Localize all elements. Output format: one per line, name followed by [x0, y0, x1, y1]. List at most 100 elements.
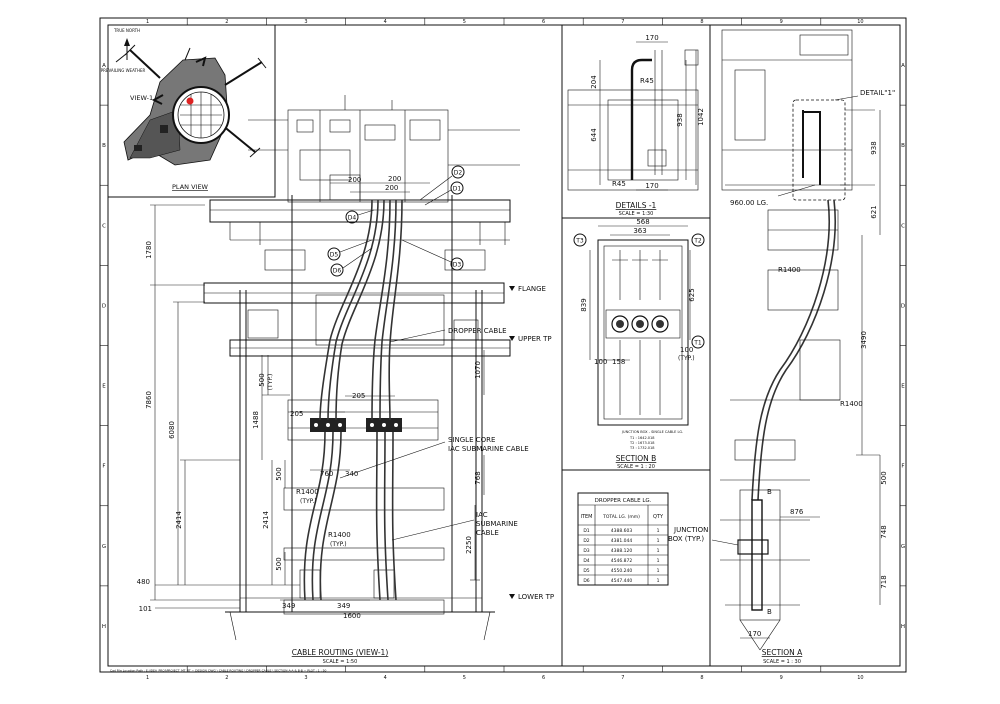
column-label: 1 [146, 19, 149, 25]
platform-plan-graphic [123, 44, 267, 166]
junction-box-label-2: BOX (TYP.) [668, 535, 704, 543]
svg-text:R1400: R1400 [840, 400, 863, 408]
svg-text:(TYP.): (TYP.) [330, 541, 347, 548]
svg-text:R1400: R1400 [296, 488, 319, 496]
svg-text:UPPER TP: UPPER TP [518, 335, 552, 343]
cable-tag-d4: D4 [345, 210, 359, 224]
svg-text:FLANGE: FLANGE [518, 285, 546, 293]
svg-text:170: 170 [645, 34, 658, 42]
detail-1-label: DETAIL"1" [860, 89, 895, 97]
svg-text:D5: D5 [330, 252, 339, 259]
row-label: C [901, 223, 905, 229]
svg-text:718: 718 [880, 575, 888, 588]
svg-text:768: 768 [474, 471, 482, 484]
svg-text:204: 204 [590, 75, 598, 89]
cell-item: D1 [583, 528, 589, 534]
svg-text:876: 876 [790, 508, 804, 516]
svg-text:B: B [767, 488, 772, 496]
svg-text:101: 101 [139, 605, 152, 613]
column-label: 2 [225, 675, 228, 681]
row-label: G [901, 544, 905, 550]
svg-text:200: 200 [348, 176, 361, 184]
svg-text:839: 839 [580, 298, 588, 311]
header-total: TOTAL LG. (mm) [602, 514, 640, 520]
svg-text:2250: 2250 [465, 536, 473, 554]
cable-routing-title: CABLE ROUTING (VIEW-1) [292, 648, 389, 657]
row-label: B [901, 143, 905, 149]
dropper-table-title: DROPPER CABLE LG. [595, 498, 652, 504]
row-label: F [901, 464, 904, 470]
svg-text:938: 938 [676, 113, 684, 126]
svg-text:349: 349 [282, 602, 295, 610]
cell-qty: 1 [657, 558, 660, 564]
svg-text:500: 500 [275, 557, 283, 570]
svg-text:R45: R45 [612, 180, 626, 188]
cell-item: D6 [583, 578, 589, 584]
section-a-view: B B 938 621 3490 R1400 R1400 500 876 748… [668, 29, 895, 665]
svg-text:500: 500 [275, 467, 283, 480]
svg-text:T1: T1 [693, 340, 702, 347]
svg-text:1780: 1780 [145, 241, 153, 259]
svg-text:480: 480 [137, 578, 150, 586]
level-marker-lower-tp: LOWER TP [509, 593, 554, 601]
cell-qty: 1 [657, 568, 660, 574]
svg-text:340: 340 [345, 470, 358, 478]
svg-text:100: 100 [680, 346, 693, 354]
header-item: ITEM [580, 514, 592, 520]
column-label: 1 [146, 675, 149, 681]
svg-text:LOWER TP: LOWER TP [518, 593, 554, 601]
cable-routing-scale: SCALE = 1:50 [323, 659, 358, 665]
header-qty: QTY [653, 514, 664, 520]
svg-text:D4: D4 [348, 215, 357, 222]
cell-qty: 1 [657, 548, 660, 554]
svg-text:T2 : 1673.018: T2 : 1673.018 [629, 441, 654, 445]
column-label: 4 [384, 19, 387, 25]
svg-text:158: 158 [612, 358, 625, 366]
section-b-scale: SCALE = 1 : 20 [617, 464, 655, 470]
svg-text:1488: 1488 [252, 411, 260, 429]
svg-text:170: 170 [645, 182, 658, 190]
tag-t1: T1 [691, 335, 705, 349]
section-mark-b-top: B [767, 488, 772, 496]
label-iac: IAC [476, 511, 488, 519]
cell-qty: 1 [657, 538, 660, 544]
svg-text:D3: D3 [453, 262, 462, 269]
svg-text:R1400: R1400 [778, 266, 801, 274]
label-submarine: SUBMARINE [476, 520, 518, 528]
section-b-view: T3 T2 T1 568 363 839 625 100 158 100 (TY… [573, 218, 705, 470]
svg-text:760: 760 [320, 470, 333, 478]
svg-text:1042: 1042 [697, 108, 705, 126]
label-dropper-cable: DROPPER CABLE [448, 327, 507, 335]
svg-text:(TYP.): (TYP.) [678, 355, 695, 362]
row-label: G [102, 544, 106, 550]
column-label: 9 [780, 19, 783, 25]
details-1-scale: SCALE = 1:30 [619, 211, 654, 217]
svg-text:100: 100 [594, 358, 607, 366]
column-label: 4 [384, 675, 387, 681]
section-a-scale: SCALE = 1 : 30 [763, 659, 801, 665]
column-label: 5 [463, 675, 466, 681]
cell-length: 4388.603 [611, 528, 633, 534]
svg-text:200: 200 [385, 184, 398, 192]
svg-text:500: 500 [258, 373, 266, 386]
level-marker-upper-tp: UPPER TP [509, 335, 552, 343]
svg-text:1600: 1600 [343, 612, 361, 620]
lg-label: 960.00 LG. [730, 199, 768, 207]
cell-length: 4547.440 [611, 578, 633, 584]
row-label: D [102, 303, 106, 309]
svg-text:2414: 2414 [175, 511, 183, 529]
north-label: TRUE NORTH [113, 28, 140, 33]
row-label: C [102, 223, 106, 229]
svg-text:(TYP.): (TYP.) [267, 374, 274, 391]
column-label: 9 [780, 675, 783, 681]
svg-text:D1: D1 [453, 186, 462, 193]
svg-text:B: B [767, 608, 772, 616]
svg-text:205: 205 [352, 392, 365, 400]
